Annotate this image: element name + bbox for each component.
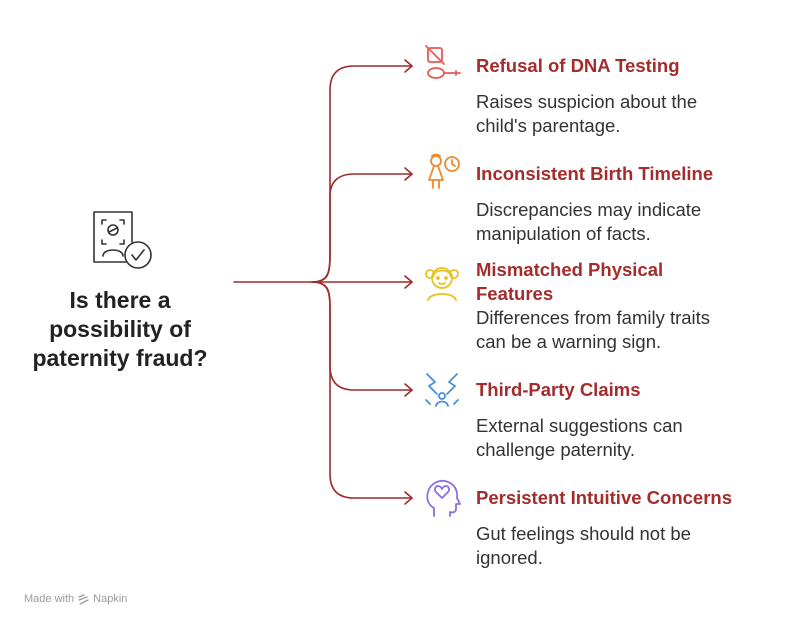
- third-party-claims-icon: [425, 373, 459, 407]
- identity-verification-icon: [93, 211, 152, 269]
- branch-title-intuition: Persistent Intuitive Concerns: [476, 487, 732, 508]
- napkin-logo-icon: [78, 593, 89, 605]
- connector-to-timeline: [311, 173, 413, 283]
- birth-timeline-icon: [428, 153, 460, 189]
- dna-test-refusal-icon: [425, 45, 461, 79]
- root-question: Is there a possibility of paternity frau…: [32, 287, 208, 371]
- physical-features-icon: [425, 267, 459, 301]
- napkin-brand-label: Napkin: [93, 593, 128, 605]
- branch-title-dna: Refusal of DNA Testing: [476, 55, 680, 76]
- branch-title-third-party: Third-Party Claims: [476, 379, 641, 400]
- made-with-napkin-footer[interactable]: Made with Napkin: [24, 593, 127, 605]
- connector-to-third-party: [311, 281, 413, 391]
- made-with-label: Made with: [24, 593, 75, 605]
- branch-title-timeline: Inconsistent Birth Timeline: [476, 163, 714, 184]
- intuition-icon: [426, 479, 461, 517]
- connector-to-intuition: [311, 281, 413, 499]
